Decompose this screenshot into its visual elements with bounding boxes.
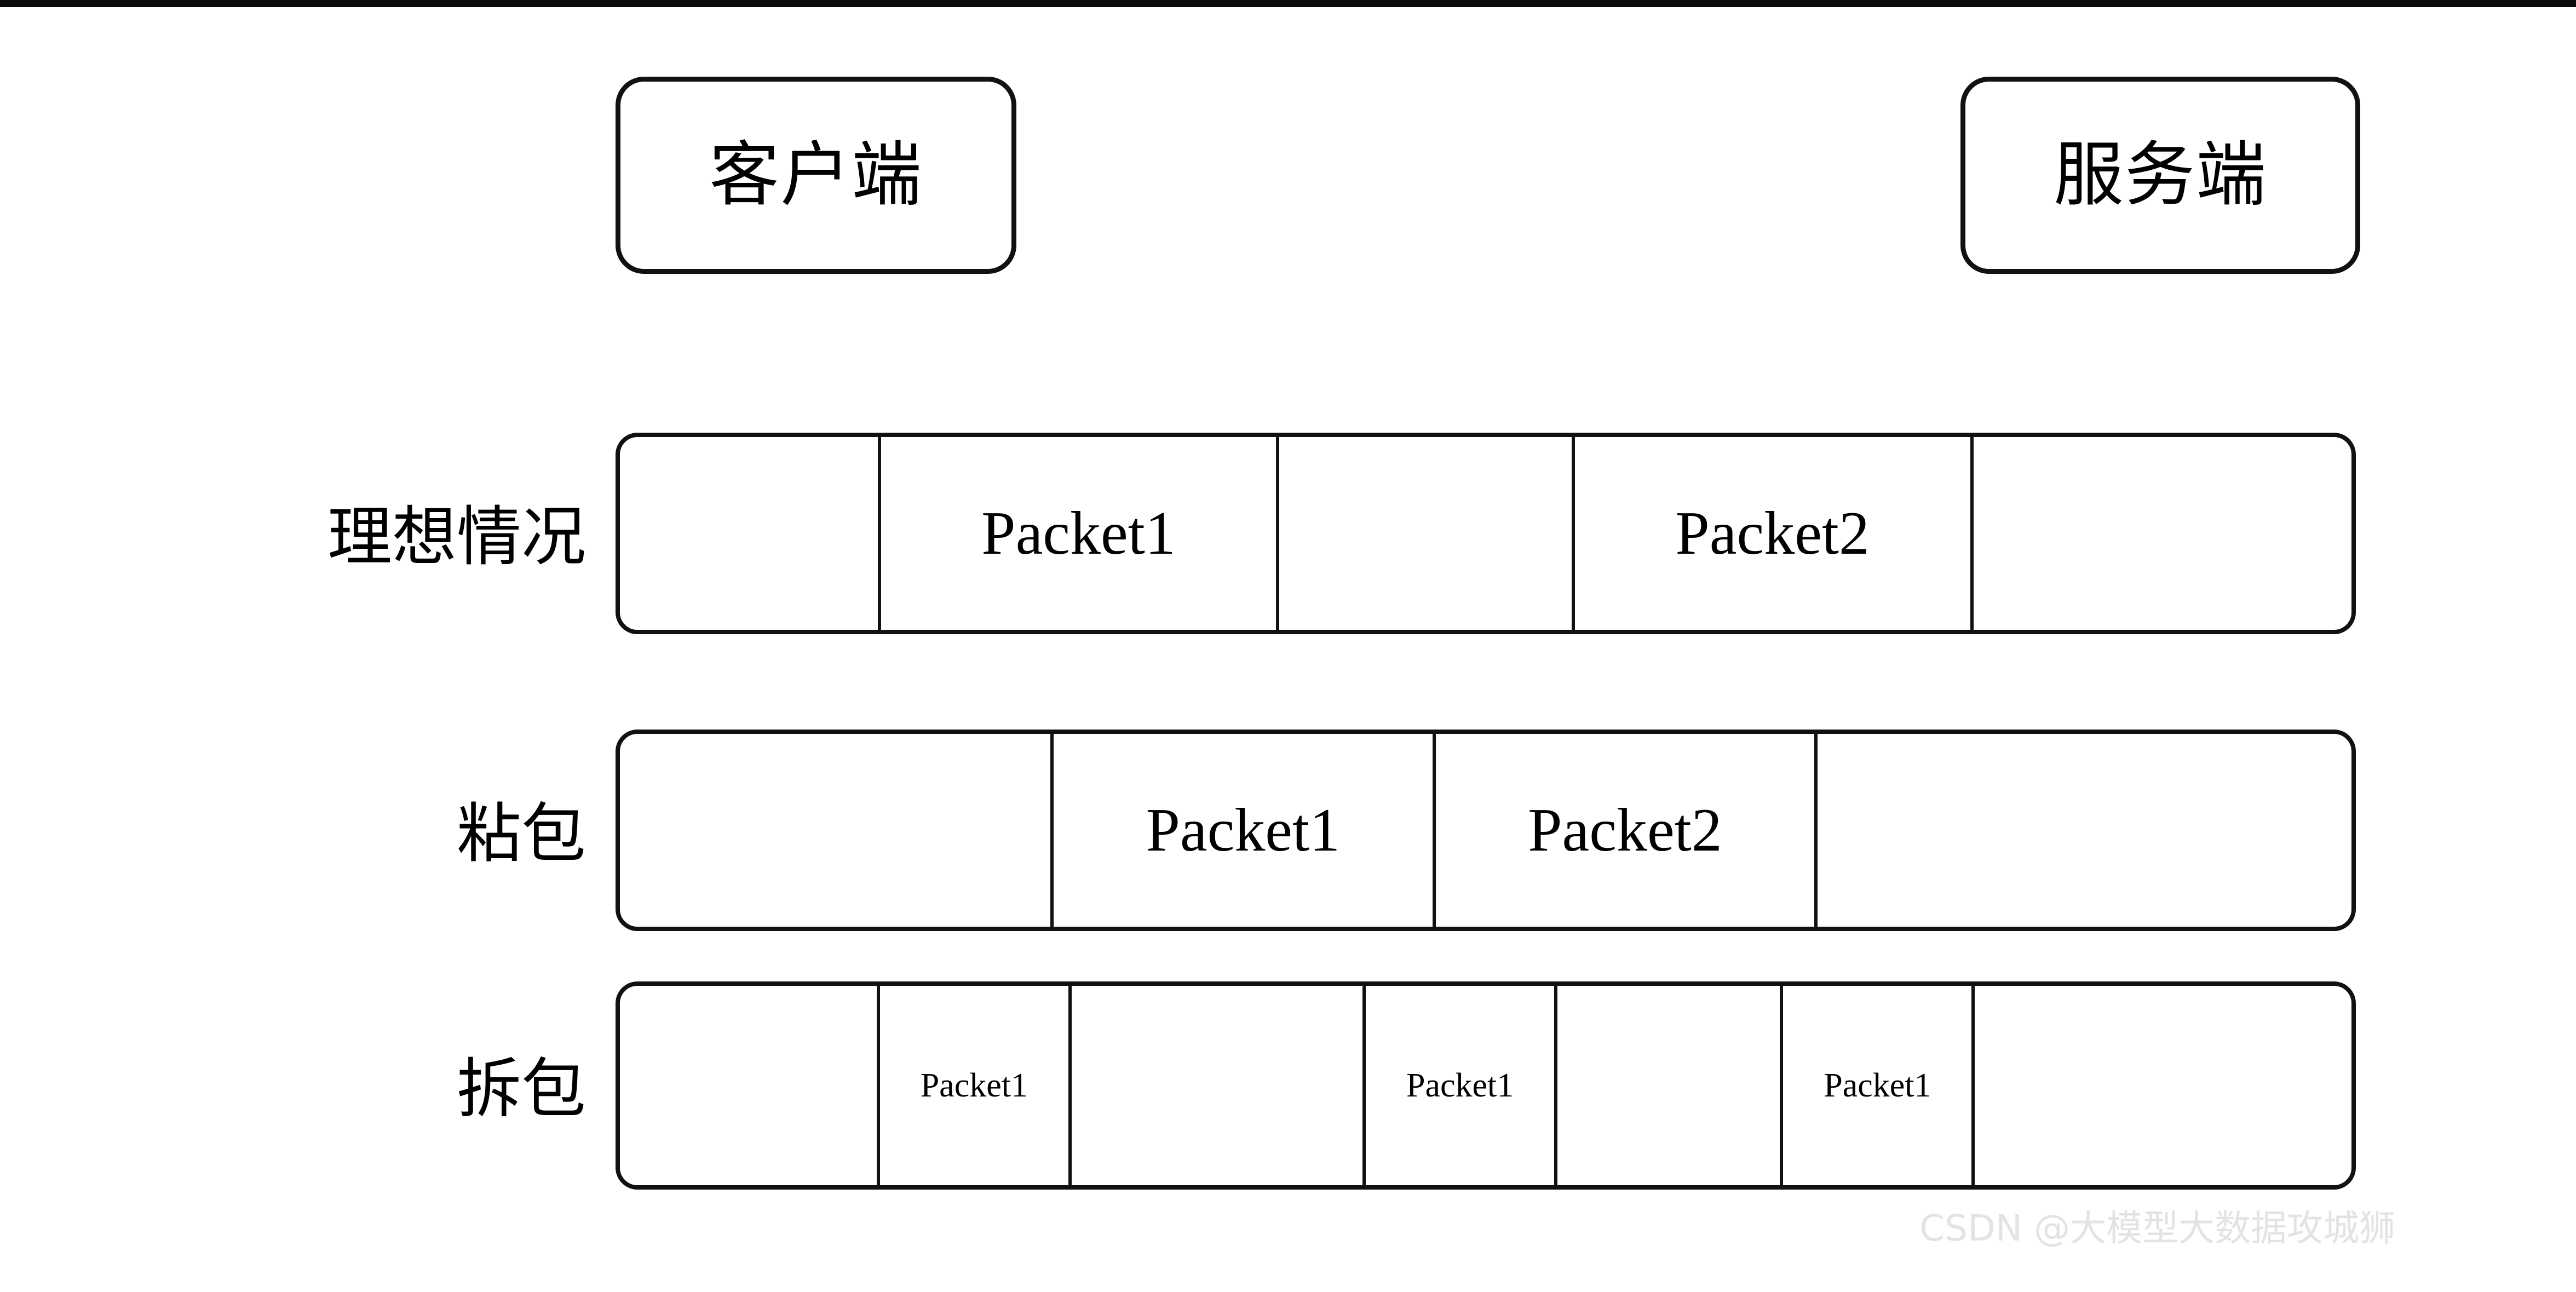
client-node-label: 客户端 <box>709 134 923 216</box>
stream-bar-split: Packet1 Packet1 Packet1 <box>616 981 2356 1190</box>
server-node: 服务端 <box>1960 77 2360 274</box>
packet-label: Packet1 <box>981 499 1176 567</box>
csdn-watermark: CSDN @大模型大数据攻城狮 <box>1919 1207 2396 1249</box>
stream-row-ideal: 理想情况 Packet1 Packet2 <box>0 433 2576 641</box>
empty-segment <box>1557 986 1784 1185</box>
packet-label: Packet1 <box>1406 1067 1514 1104</box>
packet-segment: Packet1 <box>1366 986 1558 1185</box>
empty-segment <box>620 986 880 1185</box>
packet-segment: Packet1 <box>1783 986 1975 1185</box>
packet-segment: Packet1 <box>881 437 1280 630</box>
row-label-ideal: 理想情况 <box>327 499 586 575</box>
stream-row-sticky: 粘包 Packet1 Packet2 <box>0 730 2576 938</box>
stream-bar-sticky: Packet1 Packet2 <box>616 730 2356 931</box>
packet-segment: Packet1 <box>880 986 1072 1185</box>
empty-segment <box>1072 986 1366 1185</box>
packet-label: Packet1 <box>1146 796 1341 864</box>
packet-segment: Packet1 <box>1054 734 1436 927</box>
packet-segment: Packet2 <box>1436 734 1818 927</box>
client-node: 客户端 <box>616 77 1016 274</box>
packet-segment: Packet2 <box>1575 437 1974 630</box>
empty-segment <box>620 734 1054 927</box>
empty-segment <box>620 437 881 630</box>
packet-label: Packet1 <box>920 1067 1028 1104</box>
row-label-sticky: 粘包 <box>456 796 586 871</box>
empty-segment <box>1975 986 2351 1185</box>
stream-row-split: 拆包 Packet1 Packet1 Packet1 <box>0 981 2576 1196</box>
packet-label: Packet1 <box>1824 1067 1931 1104</box>
packet-label: Packet2 <box>1528 796 1722 864</box>
top-black-bar <box>0 0 2576 7</box>
empty-segment <box>1974 437 2351 630</box>
empty-segment <box>1279 437 1575 630</box>
server-node-label: 服务端 <box>2053 134 2267 216</box>
empty-segment <box>1818 734 2351 927</box>
packet-label: Packet2 <box>1675 499 1870 567</box>
row-label-split: 拆包 <box>456 1051 586 1127</box>
stream-bar-ideal: Packet1 Packet2 <box>616 433 2356 634</box>
